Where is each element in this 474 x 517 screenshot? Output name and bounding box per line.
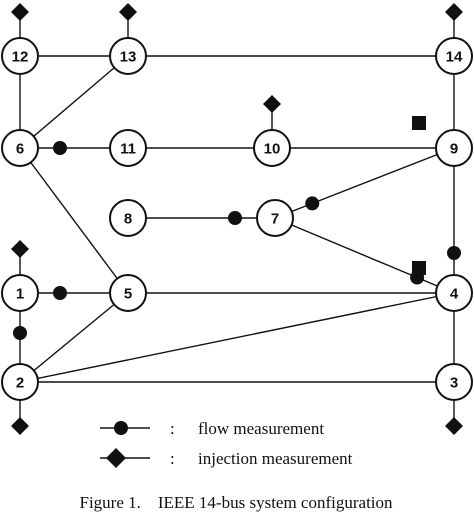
bus-circle — [256, 199, 294, 237]
bus-14: 14 — [435, 37, 473, 75]
bus-2: 2 — [1, 363, 39, 401]
bus-7: 7 — [256, 199, 294, 237]
legend: : flow measurement : injection measureme… — [100, 419, 353, 468]
bus-label: 4 — [450, 286, 459, 303]
bus-label: 12 — [12, 49, 29, 66]
bus-circle — [1, 363, 39, 401]
bus-6: 6 — [1, 129, 39, 167]
bus-9: 9 — [435, 129, 473, 167]
bus-circle — [435, 129, 473, 167]
bus-label: 8 — [124, 211, 132, 228]
bus-5: 5 — [109, 274, 147, 312]
injection-measurement-b14 — [445, 3, 463, 21]
bus-label: 13 — [120, 49, 137, 66]
branch-b6-b5 — [19, 147, 129, 294]
injection-measurement-b1 — [11, 240, 29, 258]
bus-label: 9 — [450, 141, 458, 158]
buses: 12 13 14 6 11 10 9 8 7 1 5 4 2 3 — [1, 37, 473, 401]
legend-flow-marker — [114, 421, 128, 435]
branch-b2-b4 — [19, 292, 455, 383]
flow-measurement-b7-b8 — [228, 211, 242, 225]
bus-label: 11 — [120, 141, 136, 158]
square-marker-b9 — [412, 116, 426, 130]
bus-label: 2 — [16, 375, 24, 392]
branch-b7-b4 — [274, 217, 455, 294]
bus-12: 12 — [1, 37, 39, 75]
bus-label: 1 — [16, 286, 24, 303]
bus-label: 14 — [446, 49, 463, 66]
bus-4: 4 — [435, 274, 473, 312]
flow-measurement-b7-b9 — [305, 196, 320, 211]
bus-8: 8 — [109, 199, 147, 237]
bus-circle — [109, 274, 147, 312]
bus-circle — [109, 37, 147, 75]
flow-measurement-b6-b11 — [53, 141, 67, 155]
figure-caption: Figure 1. IEEE 14-bus system configurati… — [79, 493, 393, 512]
legend-injection-marker — [106, 448, 126, 468]
legend-flow-label: flow measurement — [198, 419, 324, 438]
branch-b7-b9 — [274, 147, 455, 219]
injection-measurement-b13 — [119, 3, 137, 21]
bus-circle — [253, 129, 291, 167]
branch-b6-b13 — [19, 55, 129, 149]
bus-circle — [435, 363, 473, 401]
legend-injection-separator: : — [170, 449, 175, 468]
legend-flow-separator: : — [170, 419, 175, 438]
bus-13: 13 — [109, 37, 147, 75]
bus-circle — [1, 129, 39, 167]
bus-10: 10 — [253, 129, 291, 167]
bus-circle — [435, 37, 473, 75]
flow-measurement-b1-b2 — [13, 326, 27, 340]
injection-measurement-b12 — [11, 3, 29, 21]
bus-1: 1 — [1, 274, 39, 312]
bus-label: 3 — [450, 375, 458, 392]
bus-circle — [109, 129, 147, 167]
bus-label: 5 — [124, 286, 132, 303]
bus-circle — [435, 274, 473, 312]
bus-circle — [1, 274, 39, 312]
bus-3: 3 — [435, 363, 473, 401]
injection-measurement-b10 — [263, 95, 281, 113]
branch-b2-b5 — [19, 292, 129, 383]
bus-label: 7 — [271, 211, 279, 228]
measurement-markers — [11, 3, 463, 435]
bus-label: 10 — [264, 141, 281, 158]
legend-injection-label: injection measurement — [198, 449, 353, 468]
bus-circle — [1, 37, 39, 75]
bus-circle — [109, 199, 147, 237]
flow-measurement-b4-b9 — [447, 246, 461, 260]
square-marker-b4 — [412, 261, 426, 275]
injection-measurement-b3 — [445, 417, 463, 435]
flow-measurement-b1-b5 — [53, 286, 67, 300]
bus-11: 11 — [109, 129, 147, 167]
injection-measurement-b2 — [11, 417, 29, 435]
bus-label: 6 — [16, 141, 24, 158]
